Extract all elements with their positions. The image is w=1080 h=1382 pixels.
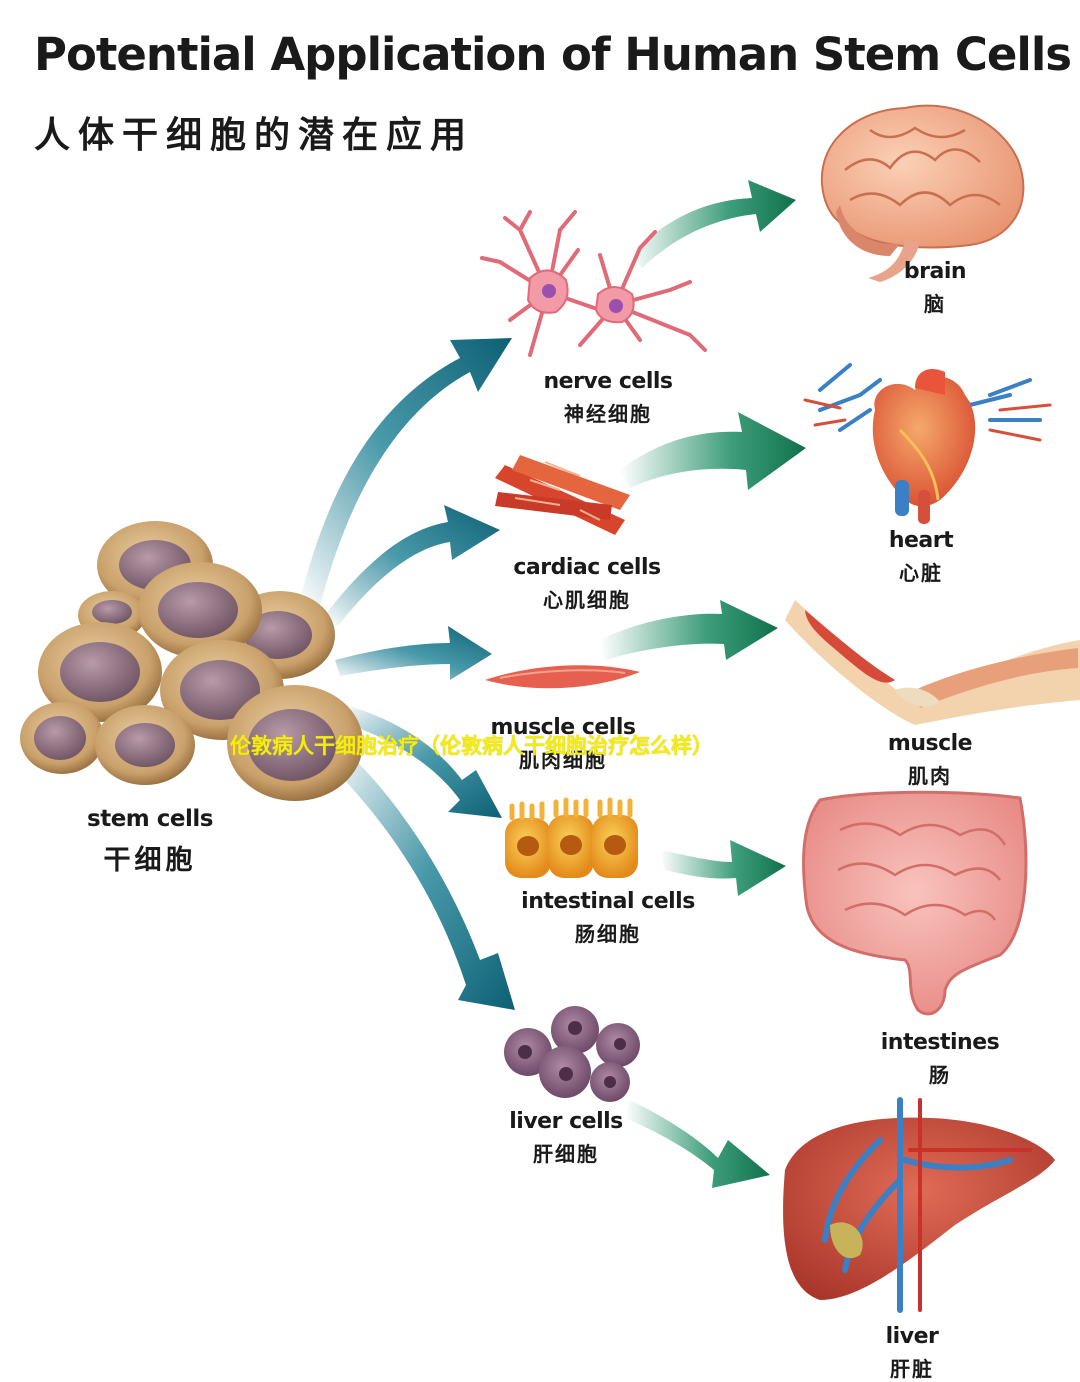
heart-illustration bbox=[803, 363, 1052, 524]
arrow-to-brain bbox=[630, 180, 796, 268]
watermark-caption: 伦敦病人干细胞治疗（伦敦病人干细胞治疗怎么样） bbox=[230, 734, 713, 758]
cardiac-cells-label-zh: 心肌细胞 bbox=[543, 588, 631, 612]
stem-cells-label: stem cells 干细胞 bbox=[80, 806, 220, 877]
liver-label: liver 肝脏 bbox=[862, 1324, 962, 1382]
cardiac-cells-label: cardiac cells 心肌细胞 bbox=[502, 555, 672, 613]
liver-cells-label: liver cells 肝细胞 bbox=[496, 1109, 636, 1167]
nerve-cells-label-zh: 神经细胞 bbox=[564, 402, 652, 426]
muscle-label: muscle 肌肉 bbox=[870, 731, 990, 789]
muscle-cells-label-zh: 肌肉细胞 bbox=[519, 748, 607, 772]
cardiac-cells-label-en: cardiac cells bbox=[513, 555, 661, 580]
arrow-to-cardiac-cells bbox=[325, 505, 500, 626]
heart-label-en: heart bbox=[888, 528, 954, 553]
intestines-label: intestines 肠 bbox=[870, 1030, 1010, 1088]
liver-label-en: liver bbox=[885, 1324, 939, 1349]
arrow-to-muscle bbox=[600, 600, 778, 660]
liver-cells-label-zh: 肝细胞 bbox=[533, 1142, 599, 1166]
arrow-to-muscle-cells bbox=[335, 626, 492, 680]
stem-cells-label-en: stem cells bbox=[87, 806, 213, 832]
liver-cells-label-en: liver cells bbox=[509, 1109, 623, 1134]
muscle-label-en: muscle bbox=[887, 731, 973, 756]
stem-cells-illustration bbox=[20, 521, 363, 801]
arrow-to-liver bbox=[625, 1100, 770, 1188]
nerve-cells-label: nerve cells 神经细胞 bbox=[528, 369, 688, 427]
brain-label: brain 脑 bbox=[880, 259, 990, 317]
arrow-to-liver-cells bbox=[330, 745, 515, 1010]
brain-label-zh: 脑 bbox=[924, 292, 946, 316]
intestinal-cells-illustration bbox=[505, 797, 638, 878]
stem-cells-label-zh: 干细胞 bbox=[103, 845, 197, 876]
intestines-label-en: intestines bbox=[880, 1030, 1000, 1055]
arrow-to-intestinal-cells bbox=[340, 705, 502, 818]
arrow-to-intestines bbox=[660, 840, 786, 896]
muscle-cells-label: muscle cells 肌肉细胞 bbox=[478, 715, 648, 773]
arrow-to-heart bbox=[620, 412, 806, 490]
liver-cells-illustration bbox=[504, 1006, 640, 1102]
brain-illustration bbox=[820, 104, 1025, 282]
intestinal-cells-label-zh: 肠细胞 bbox=[575, 922, 641, 946]
nerve-cells-label-en: nerve cells bbox=[543, 369, 674, 394]
muscle-cells-illustration bbox=[485, 665, 640, 689]
arrow-to-nerve-cells bbox=[300, 338, 512, 606]
intestinal-cells-label-en: intestinal cells bbox=[521, 889, 695, 914]
muscle-cells-label-en: muscle cells bbox=[490, 715, 636, 740]
brain-label-en: brain bbox=[903, 259, 967, 284]
heart-label: heart 心脏 bbox=[866, 528, 976, 586]
liver-illustration bbox=[783, 1097, 1055, 1313]
cardiac-cells-illustration bbox=[495, 455, 630, 535]
nerve-cells-illustration bbox=[480, 210, 707, 357]
intestinal-cells-label: intestinal cells 肠细胞 bbox=[508, 889, 708, 947]
intestines-label-zh: 肠 bbox=[929, 1063, 951, 1087]
liver-label-zh: 肝脏 bbox=[890, 1357, 934, 1381]
page-title: Potential Application of Human Stem Cell… bbox=[34, 28, 1072, 81]
muscle-label-zh: 肌肉 bbox=[908, 764, 952, 788]
arm-muscle-illustration bbox=[785, 600, 1080, 725]
intestines-illustration bbox=[802, 790, 1028, 1016]
page-subtitle: 人体干细胞的潜在应用 bbox=[34, 115, 475, 156]
heart-label-zh: 心脏 bbox=[899, 561, 943, 585]
